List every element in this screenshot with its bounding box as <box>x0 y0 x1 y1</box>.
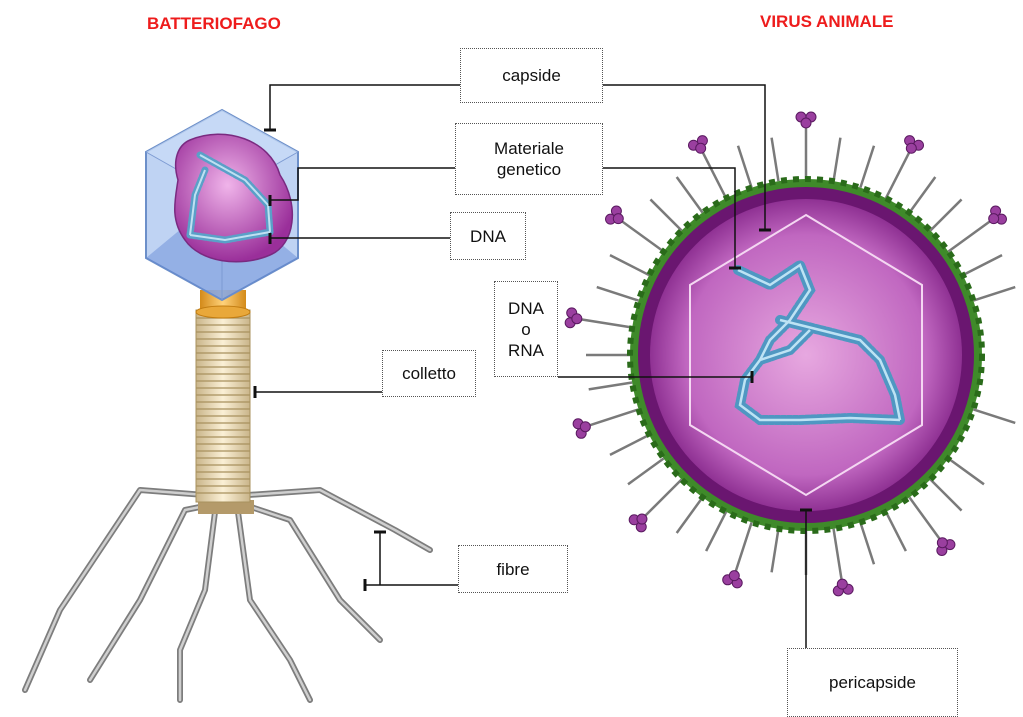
envelope-spike <box>738 146 752 188</box>
envelope-spike <box>833 529 853 596</box>
envelope-spike <box>723 522 752 588</box>
envelope-spike <box>948 458 984 484</box>
envelope-spike <box>930 199 961 230</box>
envelope-spike <box>688 136 726 199</box>
envelope-spike <box>628 458 664 484</box>
envelope-spike <box>796 112 816 179</box>
envelope-spike <box>610 435 649 455</box>
envelope-spike <box>610 255 649 275</box>
envelope-spike <box>886 512 906 551</box>
envelope-spike <box>706 512 726 551</box>
animal-virus-title: VIRUS ANIMALE <box>760 12 894 32</box>
envelope-spike <box>909 177 935 213</box>
label-dna: DNA <box>450 212 526 260</box>
virus-interior <box>650 199 962 511</box>
envelope-spike <box>565 308 632 328</box>
envelope-spike <box>573 409 639 438</box>
label-fibre: fibre <box>458 545 568 593</box>
envelope-spike <box>973 287 1015 301</box>
envelope-spike <box>948 206 1006 251</box>
envelope-spike <box>677 497 703 533</box>
envelope-spike <box>772 138 779 181</box>
envelope-spike <box>860 522 874 564</box>
label-pericapside: pericapside <box>787 648 958 717</box>
envelope-spike <box>606 206 664 251</box>
envelope-spike <box>930 479 961 510</box>
bacteriophage <box>25 110 430 700</box>
envelope-spike <box>909 497 954 555</box>
envelope-spike <box>677 177 703 213</box>
envelope-spike <box>886 136 924 199</box>
tail-fibres <box>25 490 430 700</box>
envelope-spike <box>973 409 1015 423</box>
envelope-spike <box>589 383 632 390</box>
envelope-spike <box>650 199 681 230</box>
envelope-spike <box>834 138 841 181</box>
envelope-spike <box>963 255 1002 275</box>
envelope-spike <box>772 529 779 572</box>
animal-virus <box>565 112 1015 596</box>
envelope-spike <box>597 287 639 301</box>
envelope-spike <box>860 146 874 188</box>
envelope-spike <box>629 479 681 531</box>
label-dna-o-rna: DNA o RNA <box>494 281 558 377</box>
bacteriophage-title: BATTERIOFAGO <box>147 14 281 34</box>
label-materiale-genetico: Materiale genetico <box>455 123 603 195</box>
label-capside: capside <box>460 48 603 103</box>
label-colletto: colletto <box>382 350 476 397</box>
